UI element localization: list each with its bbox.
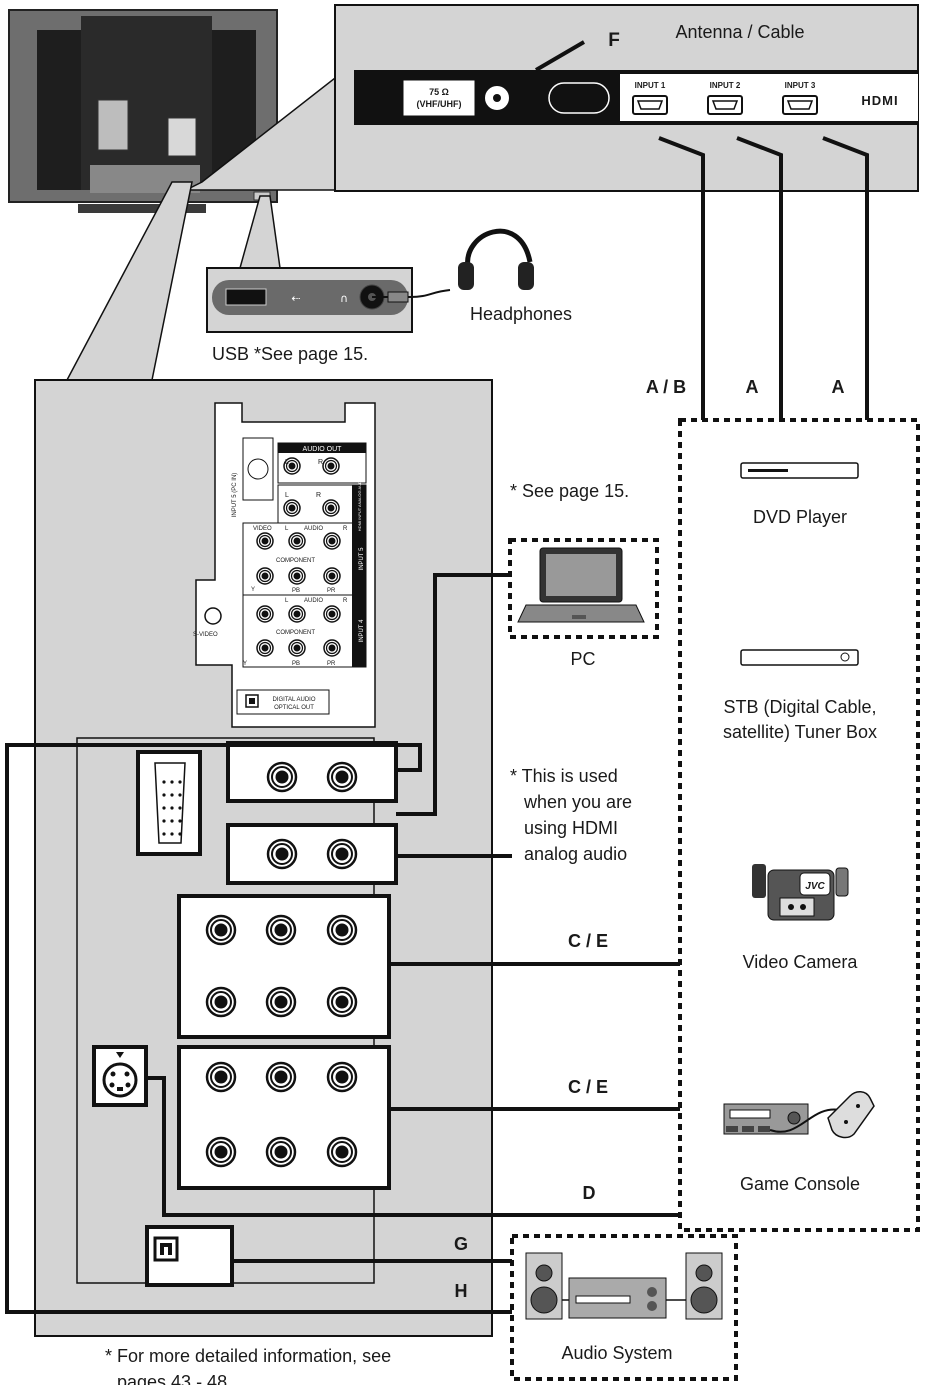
vga-pins — [162, 780, 182, 836]
mini-panel — [195, 402, 376, 728]
device-cables — [5, 573, 680, 1314]
in5-audio-label: AUDIO — [304, 526, 323, 532]
in5-component-label: COMPONENT — [276, 558, 315, 564]
laptop-icon — [517, 547, 645, 623]
video-camera-icon — [752, 864, 849, 921]
headphones-icon — [372, 228, 534, 303]
optical-port-icon — [145, 1225, 234, 1287]
camera-brand: JVC — [805, 881, 825, 892]
in5-audio-l: L — [285, 526, 289, 532]
antenna-port-label: 75 Ω — [429, 87, 449, 97]
stb-label-line2: satellite) Tuner Box — [723, 722, 877, 742]
hdmi-cables — [658, 136, 869, 420]
headphones-label: Headphones — [470, 304, 572, 324]
cable-label-h: H — [455, 1281, 468, 1301]
audio-system-icon — [525, 1252, 723, 1320]
footer-note-line2: pages 43 - 48 — [117, 1372, 227, 1385]
in4-y-label: Y — [243, 661, 247, 667]
in4-audio-label: AUDIO — [304, 598, 323, 604]
svideo-port-icon — [92, 1045, 148, 1107]
stb-icon — [740, 649, 859, 666]
usb-note: USB *See page 15. — [212, 344, 368, 364]
in4-pb-label: PB — [292, 661, 300, 667]
input5-jacks — [177, 894, 391, 1039]
in5-y-label: Y — [251, 587, 255, 593]
devices-box — [678, 418, 920, 1232]
input4-jacks — [177, 1045, 391, 1190]
audio-out-label: AUDIO OUT — [303, 446, 343, 453]
audio-out-jacks — [226, 741, 398, 803]
side-callout-wedge — [239, 195, 281, 269]
audio-system-box — [510, 1234, 738, 1381]
in4-audio-r: R — [343, 598, 348, 604]
optical-label-line2: OPTICAL OUT — [274, 705, 314, 711]
top-panel — [334, 4, 919, 192]
svideo-small-label: S-VIDEO — [193, 632, 218, 638]
in4-pr-label: PR — [327, 661, 336, 667]
svg-text:∩: ∩ — [340, 292, 348, 305]
in4-audio-l: L — [285, 598, 289, 604]
vga-port-icon — [136, 750, 202, 856]
analog-audio-l: L — [285, 492, 289, 499]
audio-out-r: R — [318, 459, 323, 466]
hdmi-logo: HDMI — [861, 93, 898, 108]
input5-label: INPUT 5 — [359, 547, 365, 571]
dvd-player-icon — [740, 462, 859, 479]
side-panel: ⇠ ∩ — [206, 267, 413, 333]
hdmi-input-3-label: INPUT 3 — [785, 81, 816, 90]
hdmi-input-2-label: INPUT 2 — [710, 81, 741, 90]
label-f: F — [608, 30, 620, 51]
optical-label-line1: DIGITAL AUDIO — [272, 697, 315, 703]
audio-out-l: L — [285, 459, 289, 466]
input4-label: INPUT 4 — [359, 619, 365, 643]
analog-audio-r: R — [316, 492, 321, 499]
in5-pb-label: PB — [292, 588, 300, 594]
pc-label: PC — [570, 649, 595, 669]
game-console-icon — [723, 1091, 875, 1139]
in5-audio-r: R — [343, 526, 348, 532]
antenna-port-sublabel: (VHF/UHF) — [417, 99, 462, 109]
cable-label-ce1: C / E — [568, 931, 608, 951]
hdmi-audio-note-2: when you are — [523, 792, 632, 812]
hdmi-audio-note-3: using HDMI — [524, 818, 618, 838]
cable-label-d: D — [583, 1183, 596, 1203]
hdmi-analog-audio-label: HDMI INPUT ANALOG AUDIO — [357, 477, 362, 531]
input5-pc-label: INPUT 5 (PC IN) — [232, 473, 238, 518]
cable-label-ab: A / B — [646, 377, 686, 397]
audio-system-label: Audio System — [561, 1343, 672, 1363]
hdmi-analog-audio-jacks — [226, 823, 398, 885]
game-console-label: Game Console — [740, 1174, 860, 1194]
cable-label-g: G — [454, 1234, 468, 1254]
hdmi-audio-note-4: analog audio — [524, 844, 627, 864]
video-label: VIDEO — [253, 526, 272, 532]
see-page-note: * See page 15. — [510, 481, 629, 501]
in4-component-label: COMPONENT — [276, 630, 315, 636]
cable-label-a1: A — [746, 377, 759, 397]
video-camera-label: Video Camera — [743, 952, 859, 972]
dvd-label: DVD Player — [753, 507, 847, 527]
hdmi-audio-note-1: * This is used — [510, 766, 618, 786]
antenna-cable-title: Antenna / Cable — [675, 22, 804, 42]
svg-text:⇠: ⇠ — [291, 292, 300, 305]
cable-label-a2: A — [832, 377, 845, 397]
cable-label-ce2: C / E — [568, 1077, 608, 1097]
hdmi-input-1-label: INPUT 1 — [635, 81, 666, 90]
in5-pr-label: PR — [327, 588, 336, 594]
stb-label-line1: STB (Digital Cable, — [723, 697, 876, 717]
footer-note-line1: * For more detailed information, see — [105, 1346, 391, 1366]
